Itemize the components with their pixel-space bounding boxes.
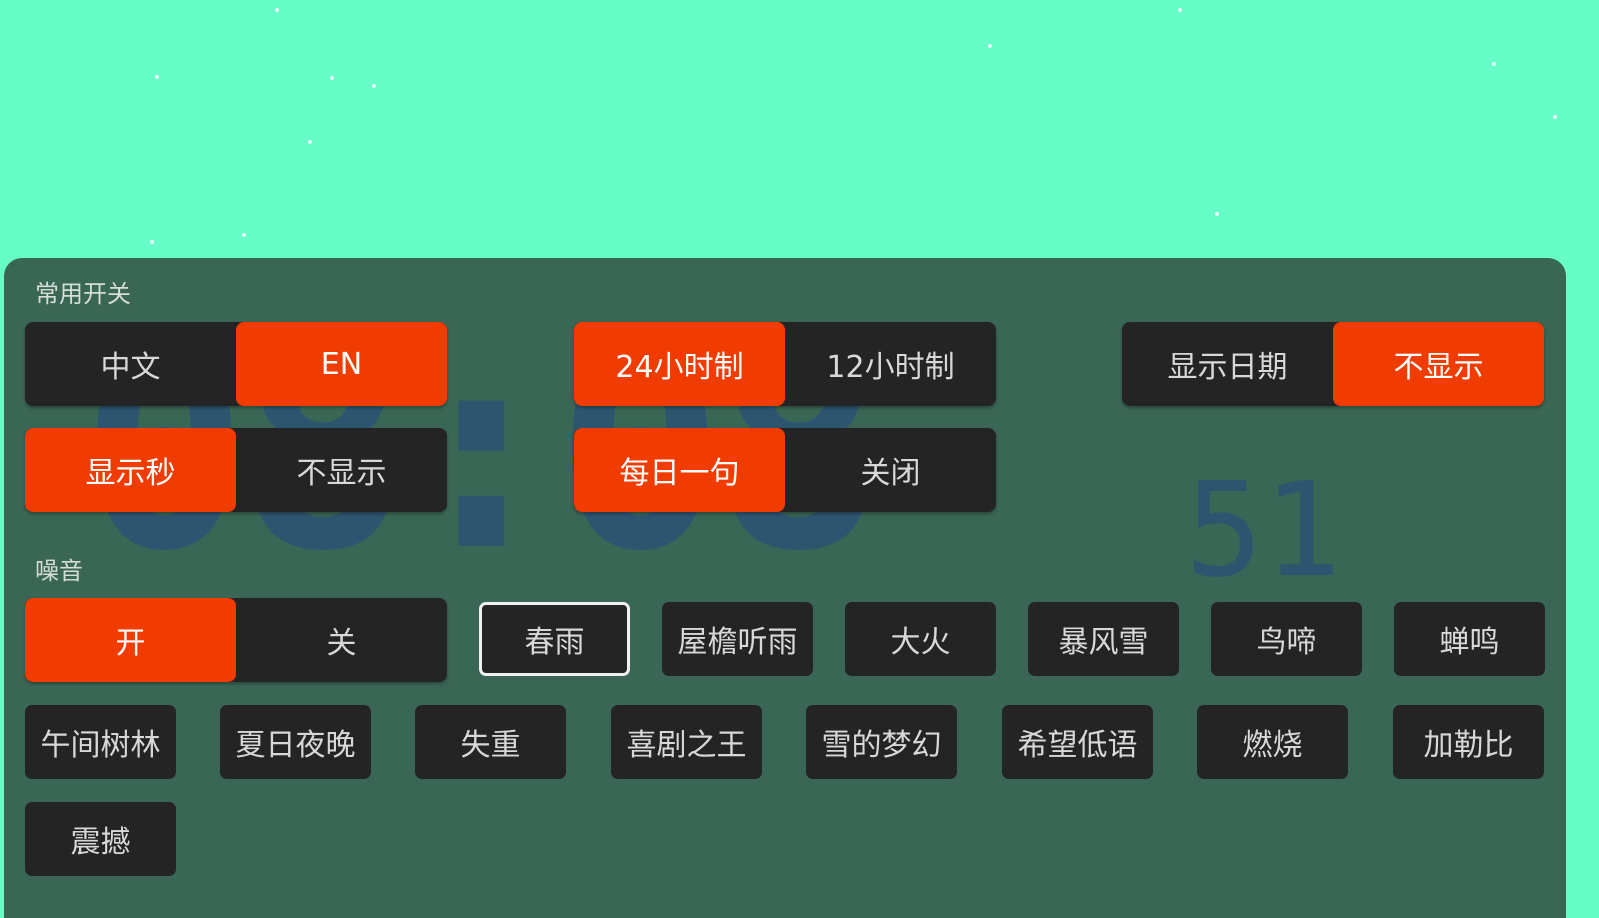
sound-button[interactable]: 加勒比: [1393, 705, 1544, 779]
section-title-common: 常用开关: [35, 280, 131, 308]
sound-button[interactable]: 希望低语: [1002, 705, 1153, 779]
daily-quote-toggle[interactable]: 每日一句 关闭: [574, 428, 996, 512]
sound-button[interactable]: 屋檐听雨: [662, 602, 813, 676]
star: [275, 8, 279, 12]
sound-button[interactable]: 大火: [845, 602, 996, 676]
star: [1215, 212, 1219, 216]
star: [155, 75, 159, 79]
date-toggle[interactable]: 显示日期 不显示: [1122, 322, 1544, 406]
sound-button[interactable]: 失重: [415, 705, 566, 779]
sound-button[interactable]: 喜剧之王: [611, 705, 762, 779]
noise-toggle[interactable]: 开 关: [25, 598, 447, 682]
option-daily-quote[interactable]: 每日一句: [574, 428, 785, 512]
option-quote-off[interactable]: 关闭: [860, 456, 921, 491]
option-12h[interactable]: 12小时制: [826, 350, 955, 385]
star: [242, 233, 246, 237]
star: [372, 84, 376, 88]
sound-button[interactable]: 蝉鸣: [1394, 602, 1545, 676]
option-show-date[interactable]: 显示日期: [1167, 350, 1288, 385]
option-noise-on[interactable]: 开: [25, 598, 236, 682]
sound-button[interactable]: 春雨: [479, 602, 630, 676]
star: [150, 240, 154, 244]
option-show-seconds[interactable]: 显示秒: [25, 428, 236, 512]
option-24h[interactable]: 24小时制: [574, 322, 785, 406]
background-seconds: 51: [1185, 454, 1342, 606]
sound-button[interactable]: 夏日夜晚: [220, 705, 371, 779]
language-toggle[interactable]: 中文 EN: [25, 322, 447, 406]
option-hide-seconds[interactable]: 不显示: [296, 456, 387, 491]
option-noise-off[interactable]: 关: [326, 626, 357, 661]
star: [1553, 115, 1557, 119]
star: [308, 140, 312, 144]
option-hide-date[interactable]: 不显示: [1333, 322, 1544, 406]
sound-button[interactable]: 震撼: [25, 802, 176, 876]
sound-button[interactable]: 午间树林: [25, 705, 176, 779]
seconds-toggle[interactable]: 显示秒 不显示: [25, 428, 447, 512]
sound-button[interactable]: 暴风雪: [1028, 602, 1179, 676]
hour-format-toggle[interactable]: 24小时制 12小时制: [574, 322, 996, 406]
option-english[interactable]: EN: [236, 322, 447, 406]
star: [330, 76, 334, 80]
sound-button[interactable]: 鸟啼: [1211, 602, 1362, 676]
section-title-noise: 噪音: [35, 557, 83, 585]
option-chinese[interactable]: 中文: [100, 350, 161, 385]
star: [988, 44, 992, 48]
sound-button[interactable]: 燃烧: [1197, 705, 1348, 779]
sound-button[interactable]: 雪的梦幻: [806, 705, 957, 779]
star: [1178, 8, 1182, 12]
star: [1492, 62, 1496, 66]
